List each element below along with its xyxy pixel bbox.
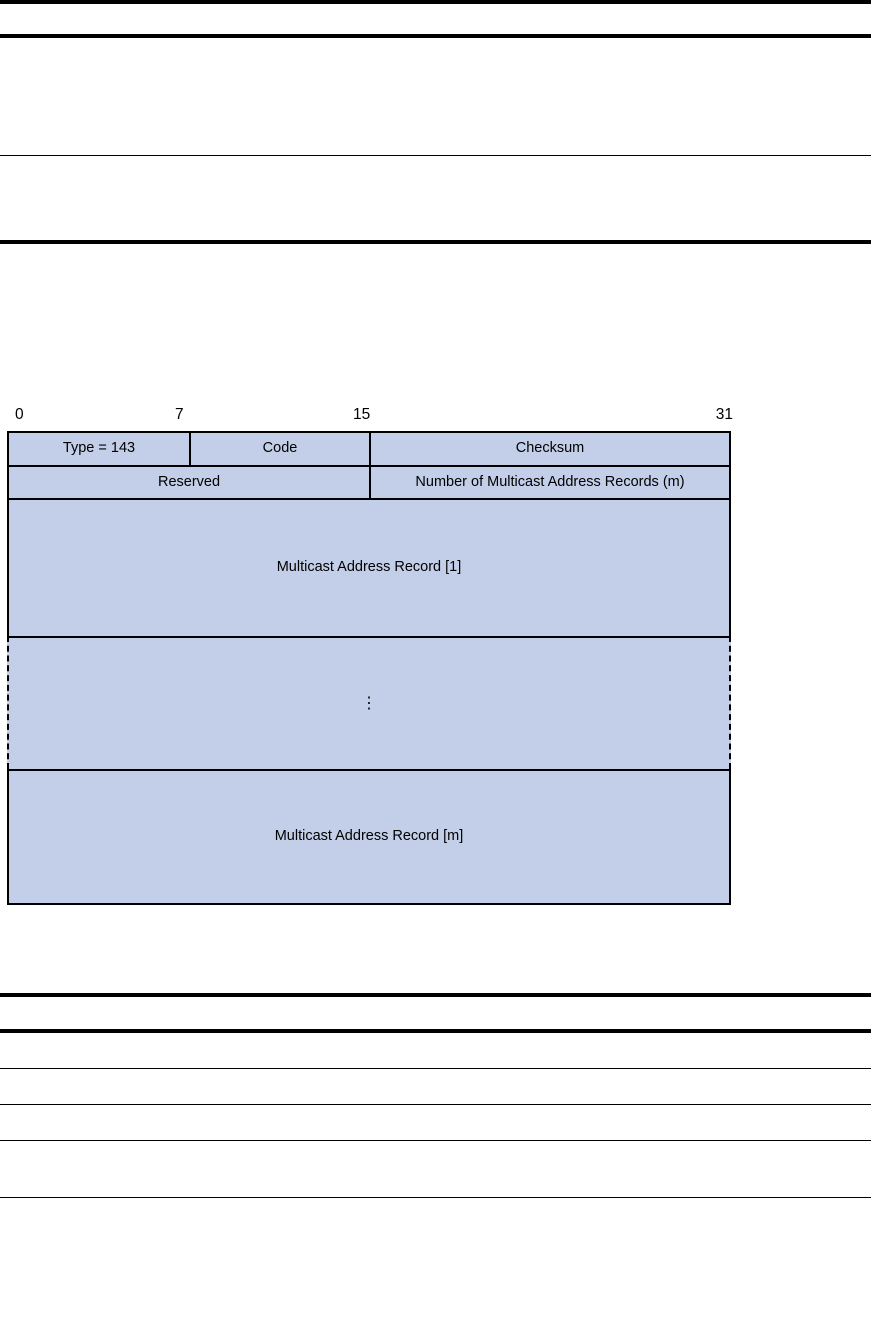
- field-code: Code: [189, 433, 369, 465]
- packet-row-record-ellipsis: ⋮: [7, 636, 731, 769]
- packet-row-header-2: Reserved Number of Multicast Address Rec…: [7, 465, 731, 498]
- field-multicast-address-record-m: Multicast Address Record [m]: [9, 771, 729, 903]
- field-type: Type = 143: [9, 433, 189, 465]
- packet-format-diagram: 0 7 15 31 Type = 143 Code Checksum Reser…: [7, 405, 733, 905]
- bit-tick-15: 15: [353, 406, 371, 423]
- rule-bottom-3: [0, 1068, 871, 1069]
- rule-top-1: [0, 0, 871, 4]
- rule-top-4: [0, 240, 871, 244]
- rule-bottom-1: [0, 993, 871, 997]
- vertical-ellipsis-icon: ⋮: [9, 638, 729, 769]
- rule-bottom-6: [0, 1197, 871, 1198]
- rule-top-2: [0, 34, 871, 38]
- bit-tick-7: 7: [175, 406, 184, 423]
- bit-offset-scale: 0 7 15 31: [7, 405, 733, 431]
- field-checksum: Checksum: [369, 433, 729, 465]
- packet-rows: Type = 143 Code Checksum Reserved Number…: [7, 431, 731, 905]
- field-number-of-records: Number of Multicast Address Records (m): [369, 467, 729, 498]
- rule-bottom-2: [0, 1029, 871, 1033]
- rule-bottom-5: [0, 1140, 871, 1141]
- rule-bottom-4: [0, 1104, 871, 1105]
- field-reserved: Reserved: [9, 467, 369, 498]
- rule-top-3: [0, 155, 871, 156]
- bit-tick-0: 0: [15, 406, 24, 423]
- bit-tick-31: 31: [715, 406, 733, 423]
- packet-row-header-1: Type = 143 Code Checksum: [7, 431, 731, 465]
- packet-row-record-last: Multicast Address Record [m]: [7, 769, 731, 905]
- packet-row-record-first: Multicast Address Record [1]: [7, 498, 731, 636]
- field-multicast-address-record-1: Multicast Address Record [1]: [9, 500, 729, 636]
